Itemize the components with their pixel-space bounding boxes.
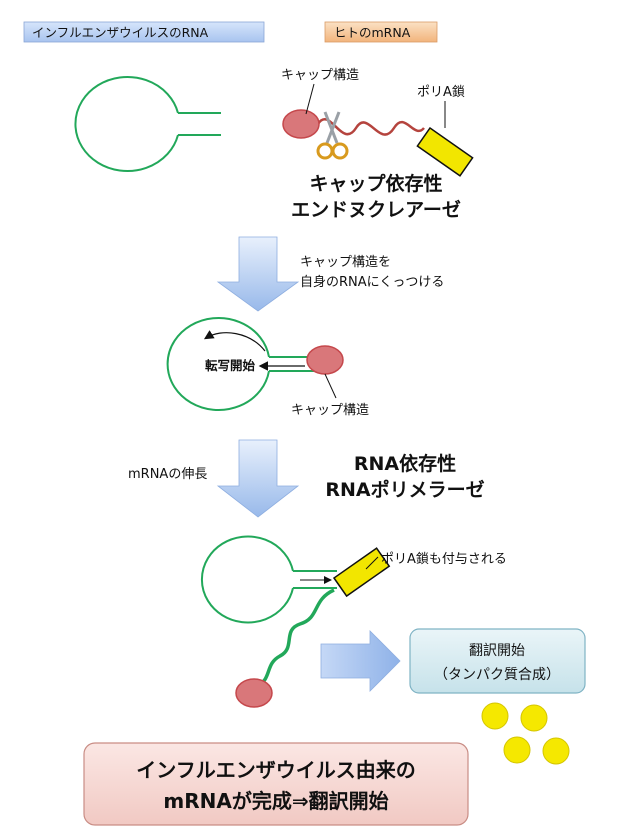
conclusion-box	[83, 742, 469, 826]
transcription-direction-arrow	[203, 330, 266, 352]
protein-molecules	[481, 702, 570, 765]
poly-a-added-pointer	[365, 556, 379, 570]
flu-rna-tag-label: インフルエンザウイルスのRNA	[32, 25, 209, 40]
flu-rna-tag: インフルエンザウイルスのRNA	[23, 21, 265, 43]
scissors-icon	[316, 111, 349, 160]
poly-a-label-step1: ポリA鎖	[417, 84, 465, 100]
translation-label-line1: 翻訳開始	[469, 643, 525, 659]
elongation-label: mRNAの伸長	[128, 467, 207, 482]
flu-rna-loop-step1	[74, 76, 221, 172]
poly-a-tail-step1	[416, 126, 474, 177]
human-mrna-tag: ヒトのmRNA	[324, 21, 438, 43]
translation-label-line2: （タンパク質合成）	[434, 667, 560, 683]
conclusion-line2: mRNAが完成⇒翻訳開始	[163, 789, 388, 813]
poly-a-added-label: ポリA鎖も付与される	[381, 551, 507, 567]
cap-structure-step1	[282, 109, 320, 139]
arrow1-desc-line2: 自身のRNAにくっつける	[300, 274, 444, 290]
arrow1-desc-line1: キャップ構造を	[300, 255, 391, 270]
human-mrna-strand	[316, 118, 425, 136]
cap-structure-label-step1: キャップ構造	[281, 68, 359, 83]
translation-box	[409, 628, 586, 694]
conclusion-line1: インフルエンザウイルス由来の	[136, 758, 415, 782]
translation-arrow	[320, 630, 401, 692]
cap-structure-step2	[306, 345, 344, 375]
cap-structure-label-step2: キャップ構造	[291, 403, 369, 418]
endonuclease-label-line2: エンドヌクレアーゼ	[291, 198, 461, 221]
polymerase-label-line2: RNAポリメラーゼ	[325, 478, 484, 501]
cap-label-pointer-step2	[324, 373, 337, 399]
new-mrna-strand	[256, 588, 335, 688]
endonuclease-label-line1: キャップ依存性	[309, 172, 442, 195]
cap-label-pointer-step1	[305, 83, 315, 115]
transcription-start-label: 転写開始	[205, 358, 256, 373]
process-arrow-2	[216, 439, 300, 518]
polymerase-label-line1: RNA依存性	[354, 452, 456, 475]
flu-rna-loop-step3	[200, 535, 337, 624]
cap-structure-step3	[235, 678, 273, 708]
process-arrow-1	[216, 236, 300, 312]
human-mrna-tag-label: ヒトのmRNA	[334, 25, 411, 40]
